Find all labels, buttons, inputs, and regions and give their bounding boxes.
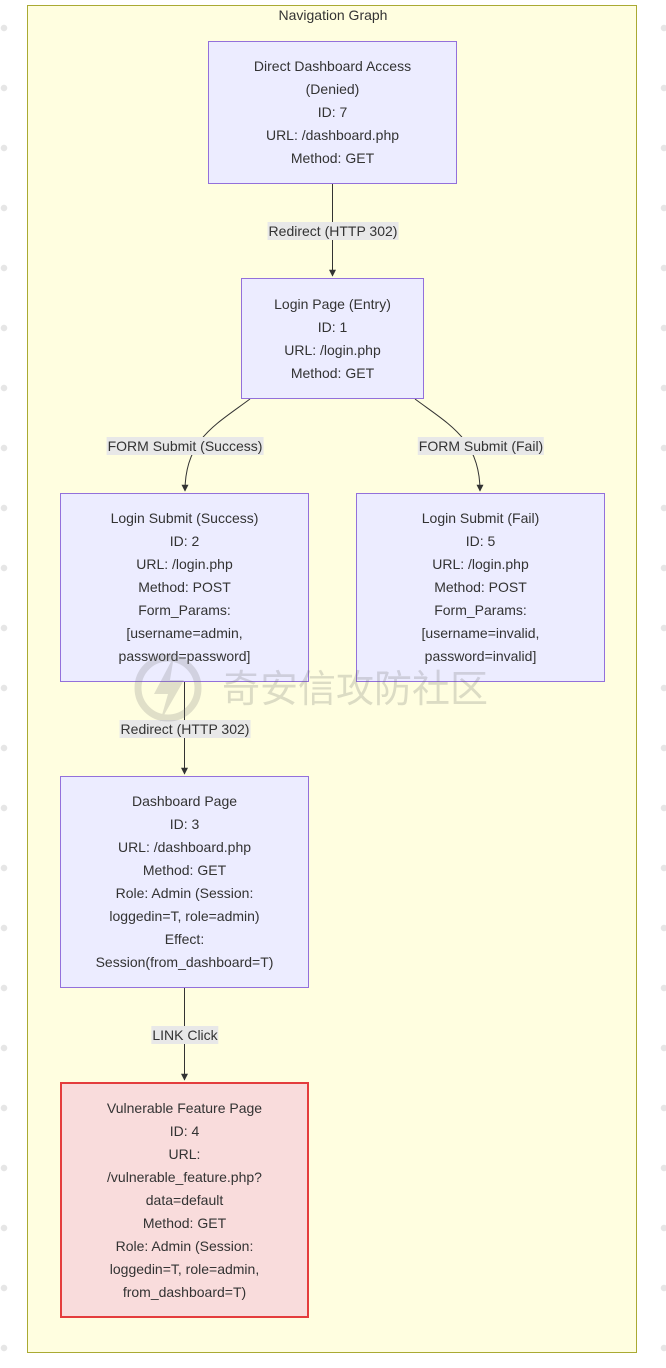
- node-login-page: Login Page (Entry) ID: 1 URL: /login.php…: [241, 278, 424, 399]
- node-login-submit-success: Login Submit (Success) ID: 2 URL: /login…: [60, 493, 309, 682]
- edge-label-3-to-4: LINK Click: [151, 1026, 219, 1044]
- node-direct-dashboard-access: Direct Dashboard Access (Denied) ID: 7 U…: [208, 41, 457, 184]
- edge-1-to-5: [414, 398, 484, 492]
- graph-title: Navigation Graph: [278, 7, 388, 23]
- edge-label-1-to-2: FORM Submit (Success): [106, 437, 264, 455]
- edge-1-to-2: [181, 398, 251, 492]
- node-dashboard-page: Dashboard Page ID: 3 URL: /dashboard.php…: [60, 776, 309, 988]
- node-login-submit-fail: Login Submit (Fail) ID: 5 URL: /login.ph…: [356, 493, 605, 682]
- edge-label-1-to-5: FORM Submit (Fail): [417, 437, 545, 455]
- node-vulnerable-feature-page: Vulnerable Feature Page ID: 4 URL: /vuln…: [60, 1082, 309, 1318]
- edge-label-7-to-1: Redirect (HTTP 302): [267, 222, 399, 240]
- edge-label-2-to-3: Redirect (HTTP 302): [119, 720, 251, 738]
